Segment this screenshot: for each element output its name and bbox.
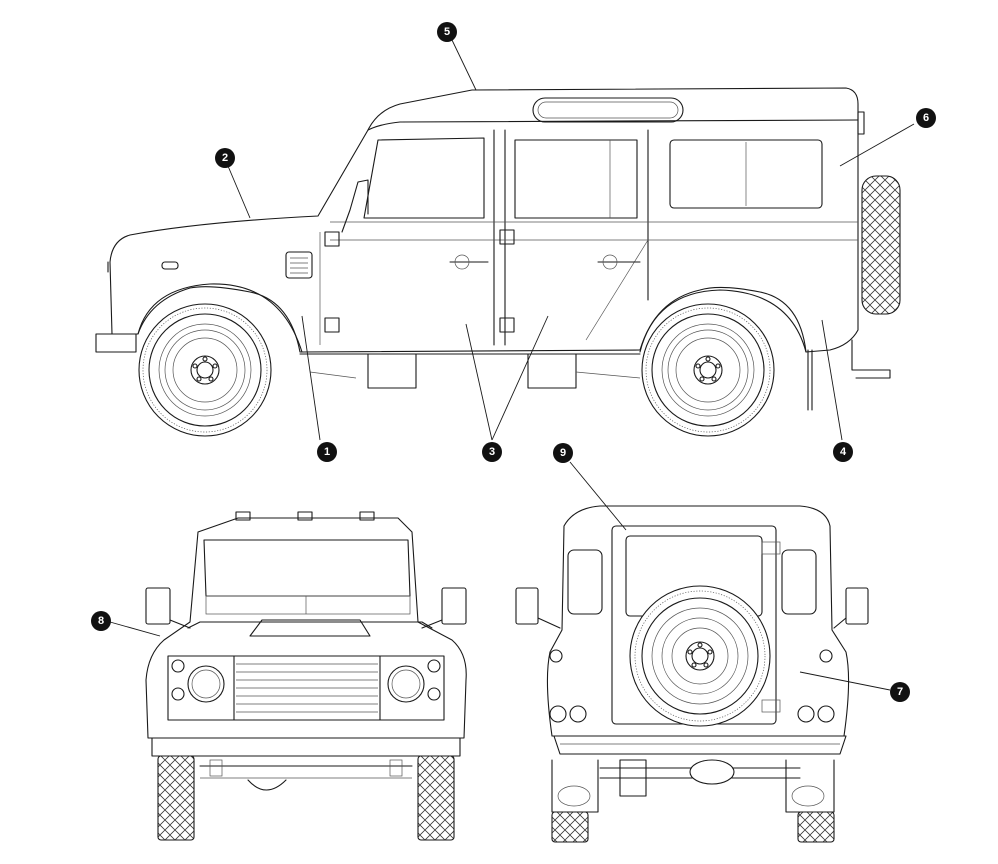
callout-1: 1 bbox=[317, 442, 337, 462]
roof-vent bbox=[532, 97, 684, 123]
front-wheel bbox=[138, 303, 272, 437]
callout-2-label: 2 bbox=[222, 152, 228, 164]
callout-9: 9 bbox=[553, 443, 573, 463]
spare-wheel bbox=[629, 585, 771, 727]
callout-6-label: 6 bbox=[923, 112, 929, 124]
callout-7: 7 bbox=[890, 682, 910, 702]
front-view bbox=[145, 511, 467, 841]
callout-2: 2 bbox=[215, 148, 235, 168]
callout-9-label: 9 bbox=[560, 447, 566, 459]
leader-lines bbox=[109, 39, 915, 691]
callout-5-label: 5 bbox=[444, 26, 450, 38]
callout-4-label: 4 bbox=[840, 446, 847, 458]
callout-3: 3 bbox=[482, 442, 502, 462]
left-mirror bbox=[145, 587, 171, 625]
callout-7-label: 7 bbox=[897, 686, 903, 698]
callout-4: 4 bbox=[833, 442, 853, 462]
front-body-outline bbox=[145, 517, 467, 739]
right-headlight bbox=[387, 665, 425, 703]
rear-body-outline bbox=[546, 505, 850, 737]
left-headlight bbox=[187, 665, 225, 703]
side-view bbox=[95, 87, 901, 437]
side-body-outline bbox=[109, 87, 859, 353]
rear-wheel bbox=[641, 303, 775, 437]
front-bumper bbox=[95, 333, 137, 353]
callout-3-label: 3 bbox=[489, 446, 495, 458]
callout-8: 8 bbox=[91, 611, 111, 631]
callout-8-label: 8 bbox=[98, 615, 104, 627]
callout-1-label: 1 bbox=[324, 446, 330, 458]
rear-view bbox=[515, 505, 869, 843]
callout-5: 5 bbox=[437, 22, 457, 42]
callout-6: 6 bbox=[916, 108, 936, 128]
front-bumper-front bbox=[151, 737, 461, 757]
right-mirror bbox=[441, 587, 467, 625]
